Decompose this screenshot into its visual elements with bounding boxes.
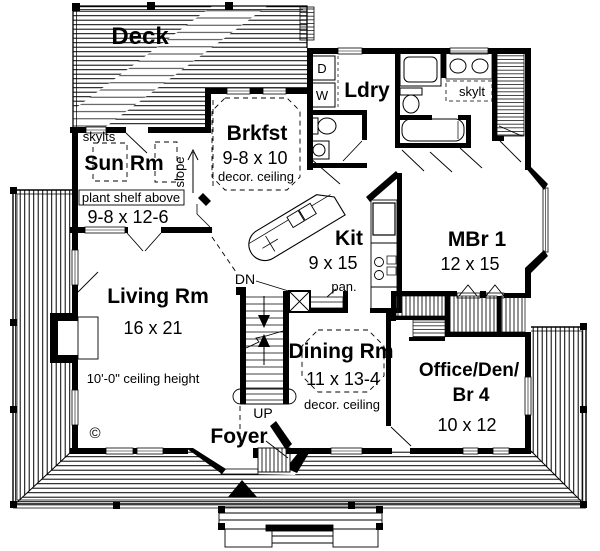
office-label: Office/Den/ [419,360,520,381]
kit-dim: 9 x 15 [308,253,357,273]
walls [50,48,548,474]
skylt-label: skylt [459,84,485,99]
mbr-window-chevrons [458,284,505,297]
ldry-label: Ldry [344,79,390,102]
mbr-label: MBr 1 [448,228,507,251]
sunrm-niche-lines [196,204,213,231]
pantry-label: pan. [331,279,356,294]
stair-arrows [258,296,270,365]
skylts-label: skylts [83,129,116,144]
brkfst-dim: 9-8 x 10 [222,148,287,168]
stairs-up-label: UP [253,405,272,421]
pantry-shelves [309,296,344,309]
slope-label: slope [172,156,187,187]
plant-shelf-box [78,189,185,206]
labels: Deck Sun Rm skylts plant shelf above 9-8… [82,23,520,448]
sunrm-dim: 9-8 x 12-6 [87,207,168,227]
living-dim: 16 x 21 [123,318,182,338]
closet-hatch [395,295,526,338]
kitchen-island [248,194,346,262]
brkfst-label: Brkfst [227,122,288,145]
mbr-closet [496,52,525,137]
sunrm-label: Sun Rm [84,152,163,175]
porch-decking [10,187,587,509]
ceiling-outlines [92,97,385,393]
kit-label: Kit [335,227,363,250]
fireplace [58,316,99,360]
office-label2: Br 4 [453,385,490,406]
deck-steps [299,6,315,41]
deck-decking [72,2,315,128]
living-ceiling: 10'-0" ceiling height [87,371,200,386]
foyer-label: Foyer [210,425,267,448]
dining-ceiling: decor. ceiling [304,397,380,412]
brkfst-ceiling: decor. ceiling [218,169,294,184]
half-bath-fixtures [308,117,337,160]
mbr-dim: 12 x 15 [440,254,499,274]
porch-posts [10,187,587,509]
front-door [228,447,291,497]
staircase [232,296,297,405]
window-midlines [74,50,546,452]
dining-dim: 11 x 13-4 [306,369,380,389]
kitchen-counter [370,199,398,311]
bath-fixtures [399,52,493,142]
washer-label: W [316,88,329,103]
laundry-appliances [308,55,339,108]
dryer-label: D [317,61,326,76]
office-window [524,376,532,416]
front-steps [218,506,383,548]
dining-label: Dining Rm [289,340,394,363]
deck-posts [72,2,233,11]
stairs-dn-label: DN [235,271,255,287]
dashed-lines [211,100,241,448]
office-dim: 10 x 12 [437,415,496,435]
living-label: Living Rm [107,285,209,308]
copyright-symbol: © [89,425,100,442]
slope-arrow [187,148,199,193]
chase-box [288,290,311,313]
deck-label: Deck [111,23,169,50]
plant-shelf-label: plant shelf above [82,190,180,205]
